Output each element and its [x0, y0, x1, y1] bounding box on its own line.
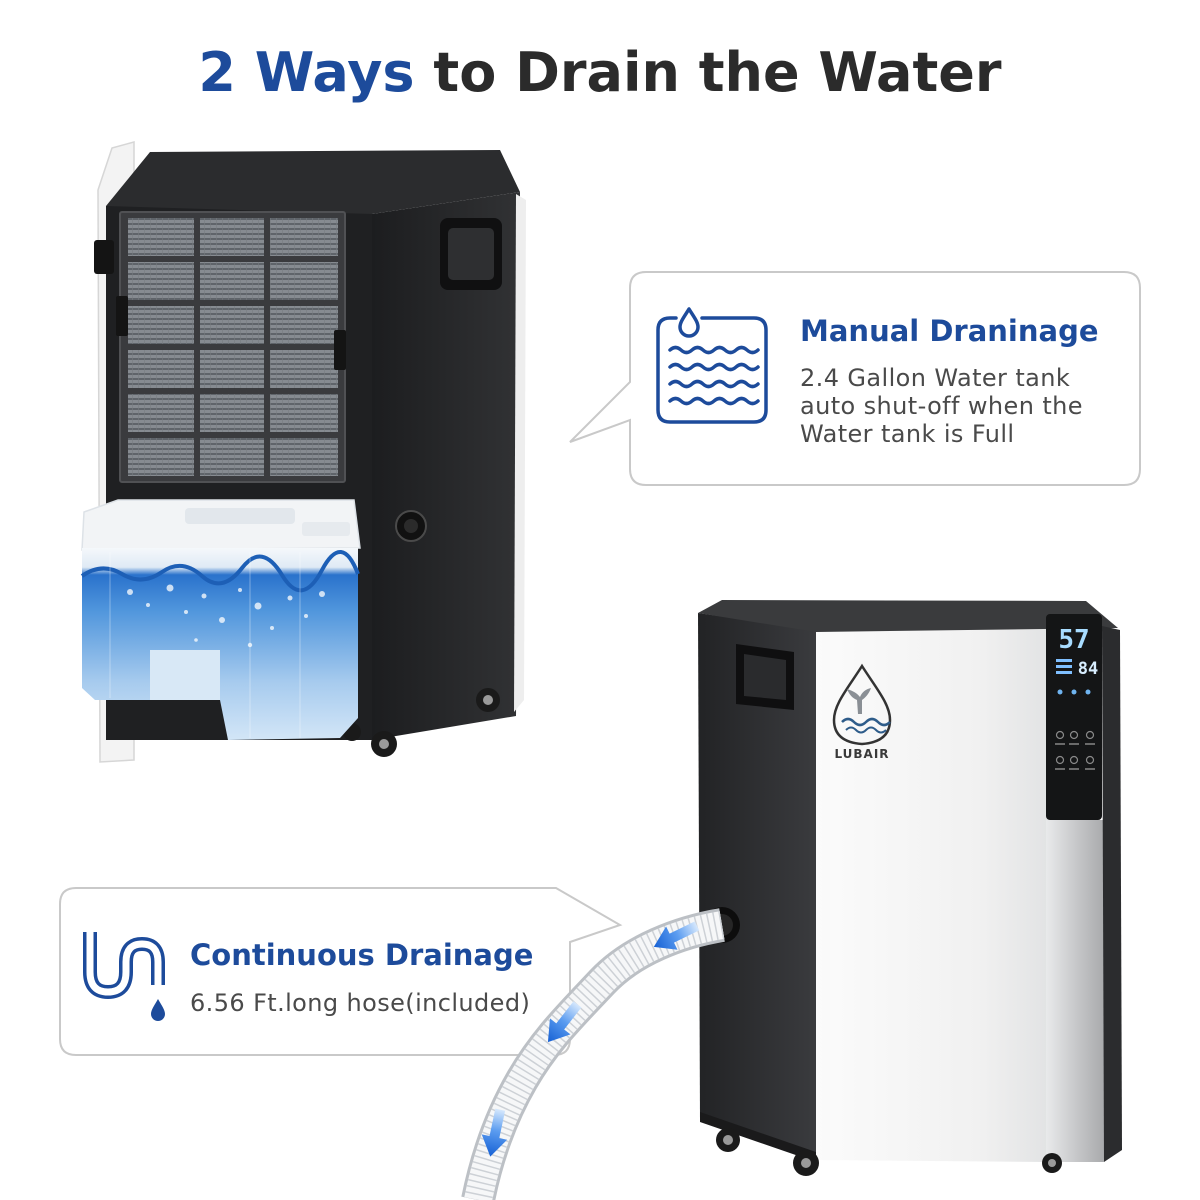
- manual-drainage-line: 2.4 Gallon Water tank: [800, 364, 1071, 392]
- drain-pipe-icon: [83, 932, 165, 1021]
- title-highlight: 2 Ways: [198, 41, 415, 104]
- water-drop-icon: [678, 307, 700, 338]
- flow-arrow-icon: [481, 1108, 508, 1157]
- manual-drainage-line: Water tank is Full: [800, 420, 1015, 448]
- caster-wheel: [716, 1128, 1062, 1176]
- filter-clip: [94, 240, 114, 274]
- dehumidifier-front-view: LUBAIR 57 84: [698, 600, 1122, 1176]
- whale-tail-icon: [847, 688, 871, 714]
- speech-bubble: [59, 887, 623, 1056]
- water-bubbles: [127, 584, 325, 648]
- wave-icon: [841, 717, 891, 727]
- manual-drainage-line: auto shut-off when the: [800, 392, 1083, 420]
- top-lid: [698, 600, 1118, 632]
- brand-name: LUBAIR: [834, 747, 889, 761]
- panel-button: [1055, 755, 1065, 765]
- continuous-drainage-description: 6.56 Ft.long hose(included): [190, 989, 531, 1017]
- left-side-panel: [698, 613, 816, 1160]
- page-title: 2 Ways to Drain the Water: [0, 46, 1200, 100]
- water-surface: [80, 550, 360, 593]
- caster-wheel: [343, 688, 500, 757]
- filter-clip: [116, 296, 128, 336]
- status-indicators: [1057, 689, 1091, 695]
- tank-handle: [185, 508, 295, 524]
- continuous-drainage-title: Continuous Drainage: [190, 938, 534, 972]
- carry-handle: [736, 644, 794, 710]
- air-filter-grille: [119, 211, 346, 483]
- drain-port: [395, 510, 427, 542]
- panel-buttons: [1055, 730, 1095, 765]
- brand-logo: LUBAIR: [832, 663, 892, 761]
- callout-continuous-drainage: [59, 887, 623, 1056]
- right-edge: [1102, 626, 1122, 1162]
- callout-manual-drainage: [569, 271, 1141, 486]
- water-drop-icon: [151, 999, 165, 1021]
- silver-trim: [1046, 820, 1104, 1162]
- filter-clip: [334, 330, 346, 370]
- front-panel: [816, 629, 1048, 1162]
- flow-arrows: [481, 921, 700, 1157]
- whale-drop-icon: [832, 663, 892, 746]
- signal-bars-icon: [1056, 659, 1072, 674]
- flow-arrow-icon: [653, 921, 700, 950]
- side-edge-strip: [514, 194, 526, 712]
- carry-handle: [440, 218, 502, 290]
- top-lid: [106, 150, 520, 214]
- manual-drainage-title: Manual Draninage: [800, 314, 1099, 348]
- side-panel: [372, 192, 520, 740]
- panel-button: [1069, 755, 1079, 765]
- tank-recess: [150, 650, 220, 700]
- humidity-display: 57: [1058, 625, 1089, 655]
- panel-button: [1085, 755, 1095, 765]
- water-tank: [80, 499, 361, 740]
- panel-button: [1055, 730, 1065, 740]
- title-rest: to Drain the Water: [433, 41, 1002, 104]
- water-tank-icon: [656, 307, 768, 424]
- base-trim: [700, 1112, 816, 1162]
- flow-arrow-icon: [547, 1001, 582, 1043]
- panel-button: [1069, 730, 1079, 740]
- speech-bubble: [569, 271, 1141, 486]
- secondary-display: 84: [1078, 659, 1098, 679]
- panel-button: [1085, 730, 1095, 740]
- control-panel: 57 84: [1046, 614, 1102, 820]
